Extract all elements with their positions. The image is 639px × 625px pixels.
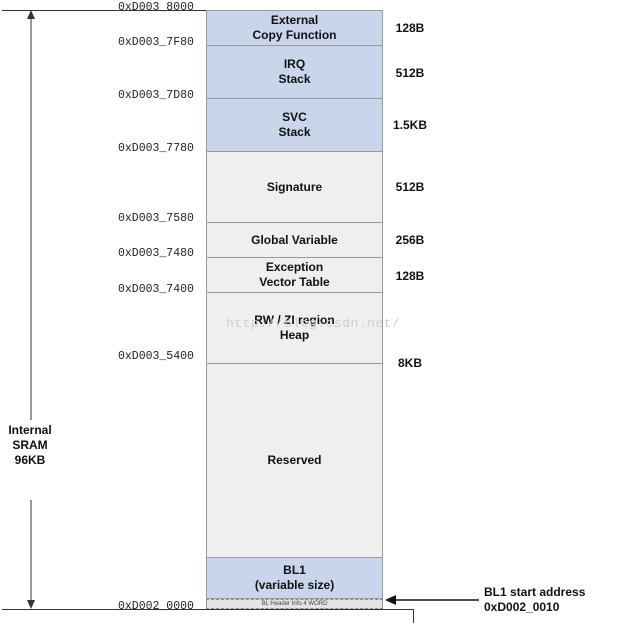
bottom-tick-line (413, 609, 414, 623)
segment-global-variable: Global Variable (206, 223, 383, 258)
size-label: 1.5KB (392, 118, 427, 132)
sram-span-arrow (27, 10, 35, 609)
segment-bl-header-info: BL Header Info 4 WORD (206, 599, 383, 609)
address-label: 0xD003_7400 (118, 283, 194, 296)
segment-signature: Signature (206, 152, 383, 223)
address-label: 0xD003_7D80 (118, 89, 194, 102)
address-label: 0xD003_5400 (118, 350, 194, 363)
address-label: 0xD003_7480 (118, 247, 194, 260)
segment-rw-zi-heap: RW / ZI region Heap (206, 293, 383, 364)
segment-svc-stack: SVC Stack (206, 99, 383, 152)
size-label: 128B (395, 21, 425, 35)
size-label: 256B (395, 233, 425, 247)
bl1-start-arrow (385, 595, 479, 605)
segment-irq-stack: IRQ Stack (206, 46, 383, 99)
address-label: 0xD003_8000 (118, 1, 194, 14)
segment-reserved: Reserved (206, 364, 383, 558)
segment-exception-vector-table: Exception Vector Table (206, 258, 383, 293)
size-label: 512B (395, 66, 425, 80)
bl1-start-address-label: BL1 start address 0xD002_0010 (484, 585, 586, 614)
bottom-boundary-line (2, 609, 413, 610)
top-boundary-line (2, 10, 206, 11)
address-label: 0xD002_0000 (118, 600, 194, 613)
address-label: 0xD003_7580 (118, 212, 194, 225)
segment-bl1: BL1 (variable size) (206, 558, 383, 599)
size-label: 128B (395, 269, 425, 283)
segment-external-copy-function: External Copy Function (206, 10, 383, 46)
size-label: 8KB (397, 356, 422, 370)
address-label: 0xD003_7780 (118, 142, 194, 155)
size-label: 512B (395, 180, 425, 194)
watermark: http://blog.csdn.net/ (226, 316, 401, 331)
sram-label: Internal SRAM 96KB (8, 423, 52, 467)
address-label: 0xD003_7F80 (118, 36, 194, 49)
